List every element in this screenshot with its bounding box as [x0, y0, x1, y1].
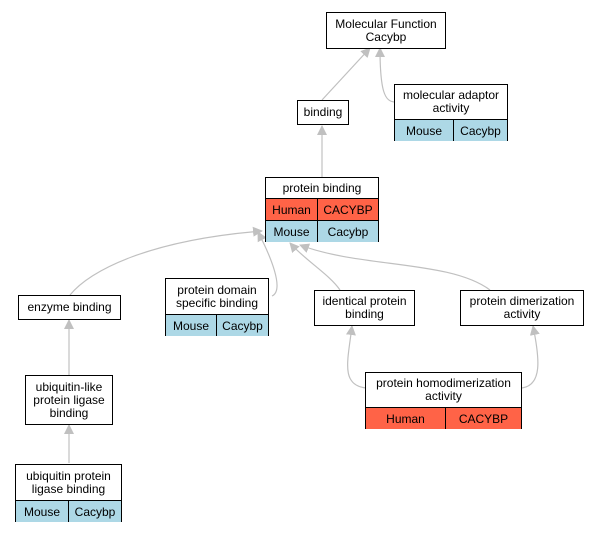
gene-cell: Cacybp	[453, 120, 507, 141]
node-title: ubiquitin-like protein ligase binding	[33, 379, 105, 420]
node-protein-domain-specific-binding[interactable]: protein domain specific binding Mouse Ca…	[165, 278, 269, 336]
node-title: ubiquitin protein ligase binding	[26, 468, 111, 496]
edge-enzyme-to-protein-binding	[69, 226, 263, 296]
annotation-row-human: Human CACYBP	[366, 407, 521, 429]
annotation-row-mouse: Mouse Cacybp	[16, 500, 121, 522]
edge-adaptor-to-root	[375, 47, 396, 103]
node-identical-protein-binding[interactable]: identical protein binding	[314, 290, 415, 326]
annotation-row-human: Human CACYBP	[266, 198, 378, 220]
node-title: protein domain specific binding	[175, 282, 259, 310]
gene-cell: Cacybp	[216, 315, 268, 336]
species-cell: Mouse	[23, 504, 61, 519]
annotation-row-mouse: Mouse Cacybp	[166, 314, 268, 336]
species-cell: Mouse	[405, 123, 443, 138]
gene-cell: Cacybp	[68, 501, 121, 522]
node-protein-binding[interactable]: protein binding Human CACYBP Mouse Cacyb…	[265, 177, 379, 242]
species-cell: Human	[272, 202, 311, 217]
gene-cell: Cacybp	[317, 221, 378, 242]
node-enzyme-binding[interactable]: enzyme binding	[18, 295, 121, 320]
node-molecular-function[interactable]: Molecular Function Cacybp	[326, 12, 446, 49]
node-title: binding	[303, 105, 343, 119]
node-title: molecular adaptor activity	[402, 88, 500, 115]
edge-dimerization-to-protein-binding	[299, 243, 491, 291]
species-cell: Mouse	[273, 224, 310, 239]
edge-identical-to-protein-binding	[289, 242, 341, 291]
annotation-row-mouse: Mouse Cacybp	[395, 119, 507, 141]
node-title: enzyme binding	[27, 300, 112, 314]
edge-domain-to-protein-binding	[257, 231, 278, 297]
node-protein-dimerization-activity[interactable]: protein dimerization activity	[460, 290, 584, 326]
node-binding[interactable]: binding	[297, 100, 349, 125]
node-title: protein dimerization activity	[469, 294, 575, 321]
node-molecular-adaptor-activity[interactable]: molecular adaptor activity Mouse Cacybp	[394, 84, 508, 141]
edge-binding-to-root	[321, 47, 371, 101]
node-title: protein homodimerization activity	[376, 376, 511, 403]
node-protein-homodimerization-activity[interactable]: protein homodimerization activity Human …	[365, 372, 522, 429]
node-title: Molecular Function Cacybp	[335, 16, 437, 44]
node-ubiquitin-protein-ligase-binding[interactable]: ubiquitin protein ligase binding Mouse C…	[15, 464, 122, 522]
species-cell: Human	[386, 411, 425, 426]
annotation-row-mouse: Mouse Cacybp	[266, 220, 378, 242]
node-title: protein binding	[282, 180, 362, 195]
gene-cell: CACYBP	[317, 199, 378, 220]
gene-cell: CACYBP	[445, 408, 521, 429]
species-cell: Mouse	[172, 318, 210, 333]
node-title: identical protein binding	[322, 294, 407, 321]
edge-homodimer-to-identical	[345, 325, 367, 389]
edge-homodimer-to-dimerization	[521, 325, 540, 389]
node-ubiquitin-like-protein-ligase-binding[interactable]: ubiquitin-like protein ligase binding	[25, 375, 113, 425]
